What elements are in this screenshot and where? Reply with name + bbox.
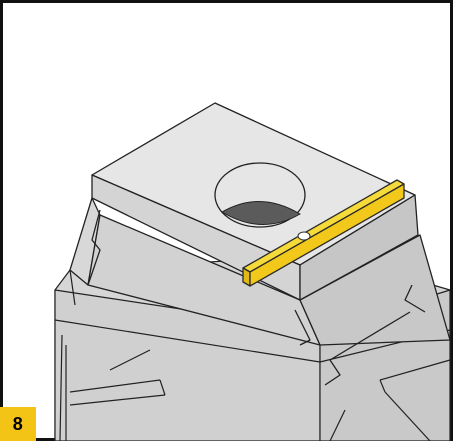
- step-number-badge: 8: [0, 407, 36, 441]
- chimney-block: [69, 197, 451, 386]
- flue-opening-icon: [214, 162, 306, 228]
- spirit-level-icon: [242, 179, 405, 287]
